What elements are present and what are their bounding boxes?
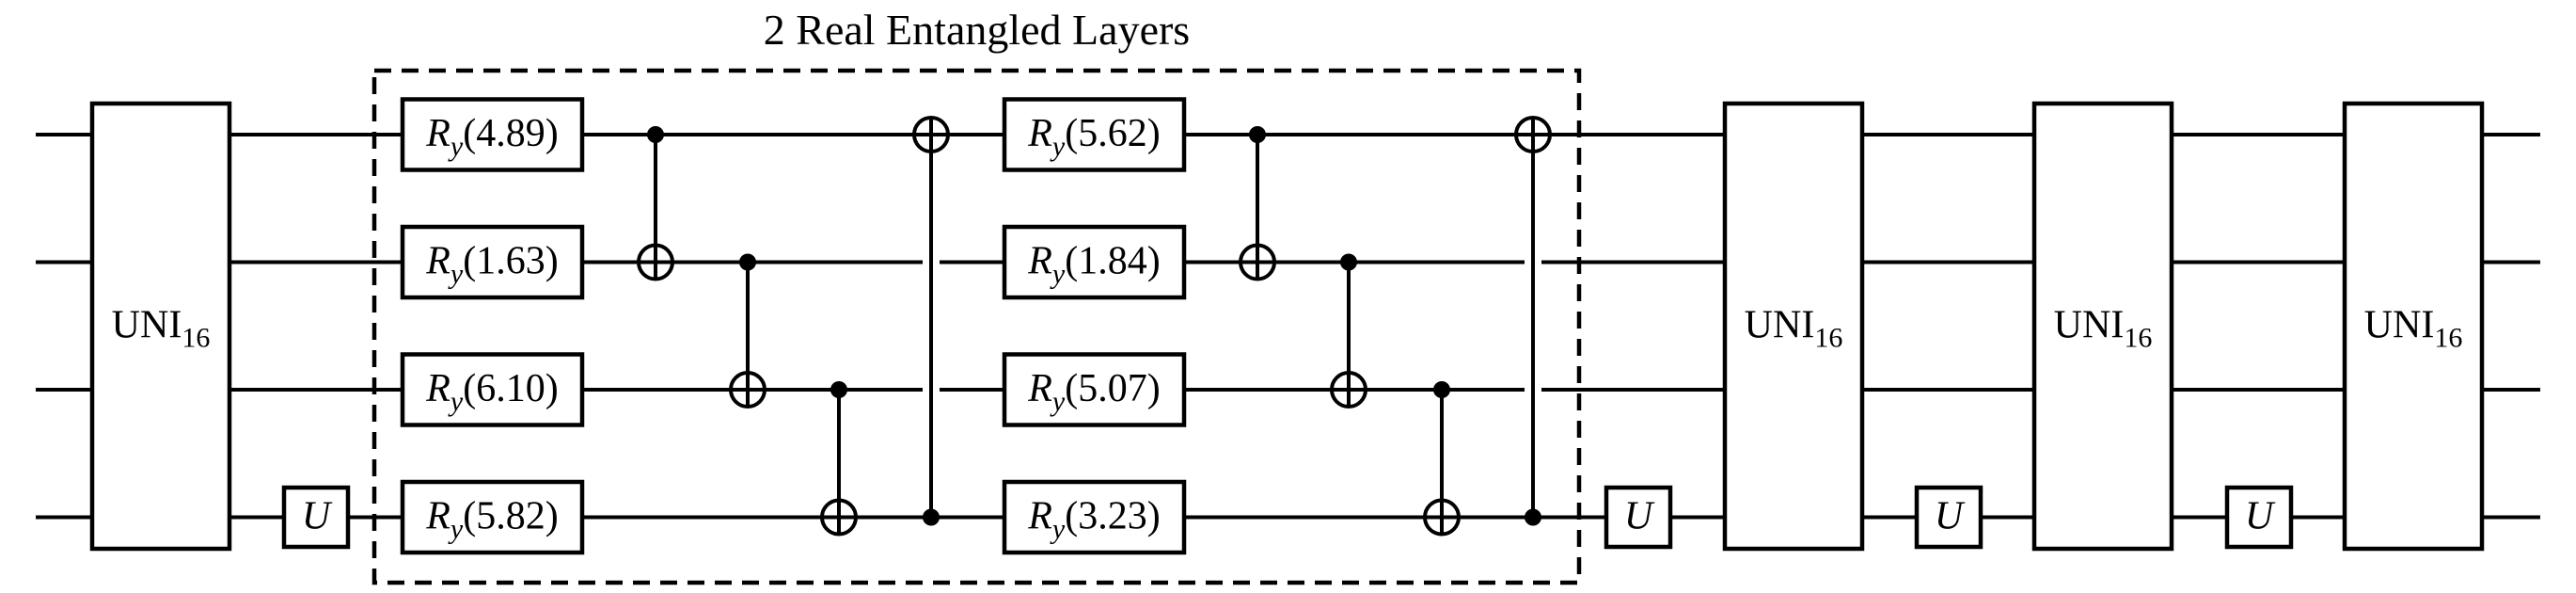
cnot-control-dot xyxy=(830,381,847,398)
uni16-gate-label: UNI16 xyxy=(1745,304,1843,354)
ry-gate-label: Ry(5.62) xyxy=(1027,112,1160,162)
ry-gate-box xyxy=(1002,352,1187,427)
ry-gate-label: Ry(4.89) xyxy=(425,112,558,162)
ry-gate-box xyxy=(400,224,585,300)
ry-gate-box xyxy=(1002,479,1187,555)
uni16-gate-label: UNI16 xyxy=(112,304,211,354)
ry-gate-label: Ry(5.07) xyxy=(1027,367,1160,417)
ry-gate-box xyxy=(400,479,585,555)
cnot-control-dot xyxy=(739,253,756,271)
u-gate-label: U xyxy=(302,495,333,538)
uni16-gate-label: UNI16 xyxy=(2364,304,2463,354)
ry-gate-box xyxy=(400,352,585,427)
cnot-control-dot xyxy=(647,126,664,143)
ry-gate-label: Ry(3.23) xyxy=(1027,495,1160,545)
cnot-control-dot xyxy=(1433,381,1450,398)
cnot-control-dot xyxy=(923,508,940,526)
ry-gate-box xyxy=(1002,224,1187,300)
ry-gate-label: Ry(6.10) xyxy=(425,367,558,417)
ry-gate-label: Ry(1.63) xyxy=(425,240,558,290)
cnot-control-dot xyxy=(1525,508,1541,526)
ry-gate-box xyxy=(1002,97,1187,172)
cnot-control-dot xyxy=(1340,253,1357,271)
u-gate-box xyxy=(281,485,351,550)
u-gate-box xyxy=(1914,485,1983,550)
entangled-layers-dashed-border xyxy=(371,68,1582,585)
uni16-gate-label: UNI16 xyxy=(2054,304,2153,354)
uni16-gate-box xyxy=(2342,101,2485,552)
uni16-gate-box xyxy=(1722,101,1865,552)
u-gate-box xyxy=(1604,485,1673,550)
u-gate-label: U xyxy=(1935,495,1966,538)
entangled-layers-title: 2 Real Entangled Layers xyxy=(763,6,1191,54)
u-gate-box xyxy=(2224,485,2294,550)
u-gate-label: U xyxy=(2245,495,2276,538)
ry-gate-label: Ry(1.84) xyxy=(1027,240,1160,290)
cnot-control-dot xyxy=(1249,126,1266,143)
uni16-gate-box xyxy=(2031,101,2174,552)
ry-gate-label: Ry(5.82) xyxy=(425,495,558,545)
u-gate-label: U xyxy=(1624,495,1655,538)
ry-gate-box xyxy=(400,97,585,172)
uni16-gate-box xyxy=(89,101,232,552)
